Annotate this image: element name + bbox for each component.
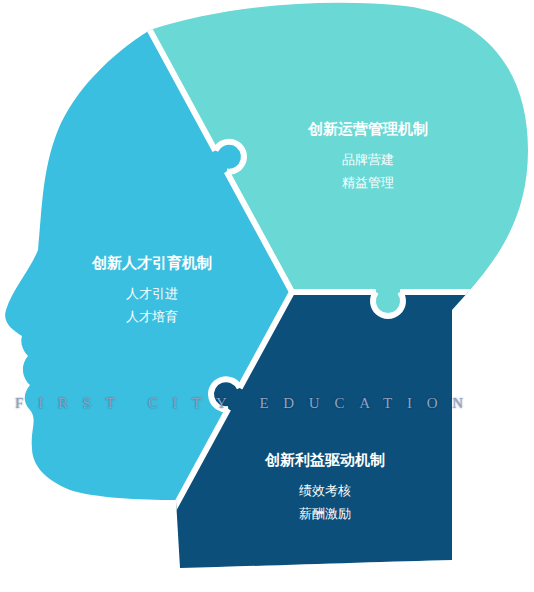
piece-item: 精益管理 [308,171,428,194]
puzzle-knob [373,288,403,316]
puzzle-knob [212,142,244,174]
puzzle-knob-edge [215,142,244,172]
dark-blue-piece [130,292,534,592]
piece-item: 绩效考核 [265,479,385,502]
puzzle-piece-text: 创新人才引育机制人才引进人才培育 [84,249,220,332]
piece-heading: 创新运营管理机制 [308,119,428,139]
piece-item: 薪酬激励 [265,502,385,525]
piece-item: 人才培育 [92,305,212,328]
puzzle-piece-text: 创新利益驱动机制绩效考核薪酬激励 [257,446,393,529]
piece-item: 人才引进 [92,282,212,305]
watermark: FIRST CITY EDUCATION [15,394,478,412]
piece-heading: 创新利益驱动机制 [265,450,385,470]
piece-item: 品牌营建 [308,148,428,171]
piece-heading: 创新人才引育机制 [92,253,212,273]
puzzle-piece-text: 创新运营管理机制品牌营建精益管理 [300,115,436,198]
puzzle-knob-edge [373,292,403,316]
